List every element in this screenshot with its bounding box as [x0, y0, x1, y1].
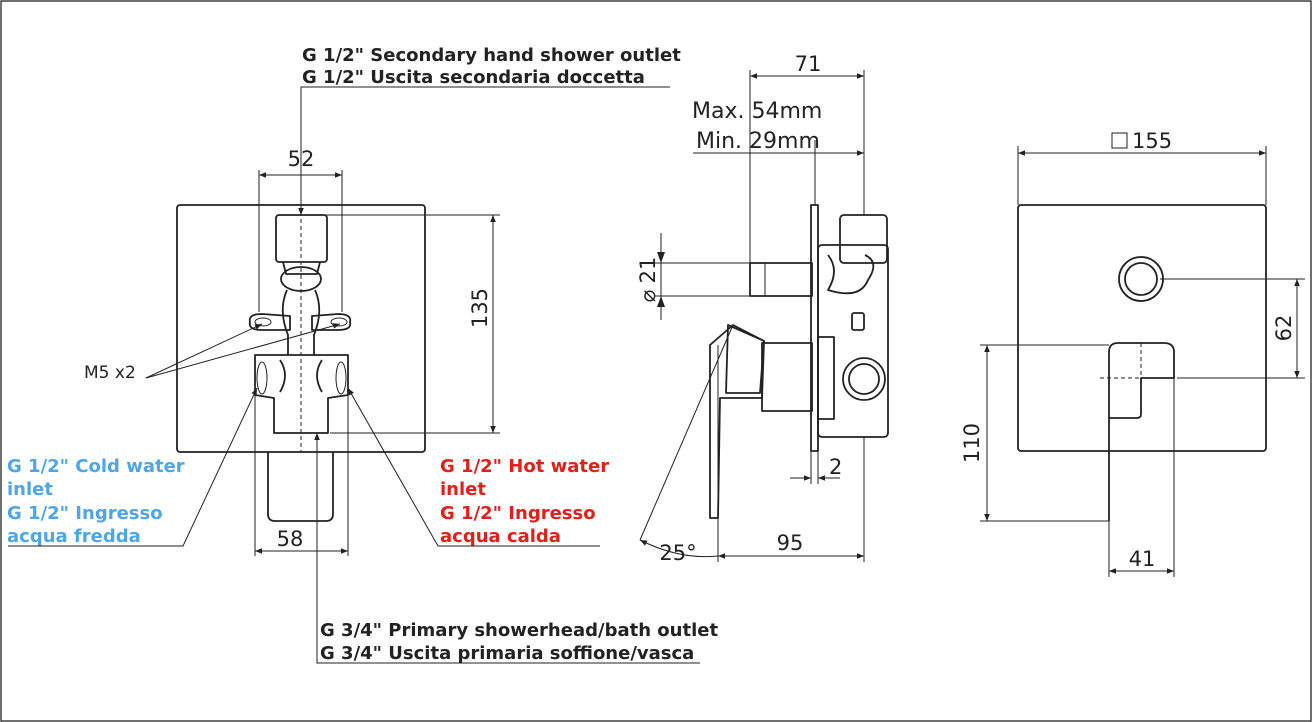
side-small-window [851, 312, 865, 331]
square-symbol [1111, 132, 1128, 149]
dim-21-value: 21 [636, 257, 660, 284]
right-screw-hole [330, 317, 348, 327]
right-screw-ear [311, 313, 352, 331]
dim-155-value: 155 [1132, 129, 1172, 153]
valve-lower-body [254, 354, 349, 434]
side-lever-face [725, 324, 765, 394]
right-handle [1108, 342, 1175, 521]
front-view [8, 86, 700, 664]
valve-stem [281, 289, 321, 355]
right-cover-plate [1017, 204, 1267, 452]
inlet-left-rim [256, 361, 268, 395]
valve-waist [279, 359, 323, 393]
hot-inlet-label-it-1: G 1/2" Ingresso [440, 503, 596, 524]
dim-95-value: 95 [777, 531, 804, 555]
cold-inlet-label-it-1: G 1/2" Ingresso [7, 503, 163, 524]
cold-inlet-leader [8, 387, 258, 547]
hot-inlet-label-en-2: inlet [440, 479, 486, 500]
hot-inlet-label-en-1: G 1/2" Hot water [440, 456, 609, 477]
screws-label: M5 x2 [84, 363, 136, 383]
secondary-outlet-leader [298, 86, 670, 215]
cold-inlet-label-en-2: inlet [7, 479, 53, 500]
dim-21-arrow-bottom [657, 296, 665, 307]
side-lever-hub [761, 342, 813, 412]
screw-leader-right [145, 323, 341, 379]
angle-value: 25° [659, 541, 696, 565]
max-depth-label: Max. 54mm [692, 99, 822, 124]
side-spindle [749, 262, 813, 297]
dim-41-value: 41 [1129, 547, 1156, 571]
right-outlet-ring-inner [1124, 262, 1158, 296]
primary-outlet-leader [314, 433, 700, 664]
hot-inlet-label-it-2: acqua calda [440, 526, 561, 547]
dim-71-value: 71 [795, 52, 822, 76]
side-view [639, 70, 889, 562]
side-valve-body [817, 244, 889, 438]
left-screw-ear [248, 313, 291, 331]
dim-135-value: 135 [468, 288, 492, 328]
side-top-cap [839, 214, 888, 264]
dim-2-value: 2 [829, 455, 842, 479]
side-left-block [817, 336, 835, 420]
primary-outlet-label-en: G 3/4" Primary showerhead/bath outlet [320, 620, 718, 641]
angle-arc [639, 539, 719, 558]
min-depth-label: Min. 29mm [696, 129, 820, 154]
top-nut [282, 261, 321, 275]
side-wall-plate [810, 204, 819, 452]
secondary-outlet-label-en: G 1/2" Secondary hand shower outlet [302, 45, 681, 66]
inlet-right-rim [335, 361, 347, 395]
dim-52-value: 52 [288, 147, 315, 171]
dim-58-value: 58 [277, 527, 304, 551]
cold-inlet-label-en-1: G 1/2" Cold water [7, 456, 185, 477]
left-screw-hole [254, 317, 272, 327]
dim-62-value: 62 [1272, 315, 1296, 342]
side-inlet-ring-inner [848, 363, 880, 395]
right-view [980, 132, 1305, 577]
hot-inlet-leader [347, 387, 600, 547]
diameter-symbol: ⌀ [636, 290, 660, 303]
dim-21-arrow-top [657, 252, 665, 263]
secondary-outlet-label-it: G 1/2" Uscita secondaria doccetta [302, 67, 645, 88]
side-inlet-ring-outer [842, 357, 886, 401]
front-handle [267, 452, 334, 522]
primary-outlet-label-it: G 3/4" Uscita primaria soffione/vasca [320, 643, 694, 664]
screw-leader-left [145, 323, 263, 379]
dim-110-value: 110 [960, 423, 984, 463]
cold-inlet-label-it-2: acqua fredda [7, 526, 141, 547]
side-body-curve [827, 254, 875, 295]
angle-ref-line [639, 324, 734, 541]
